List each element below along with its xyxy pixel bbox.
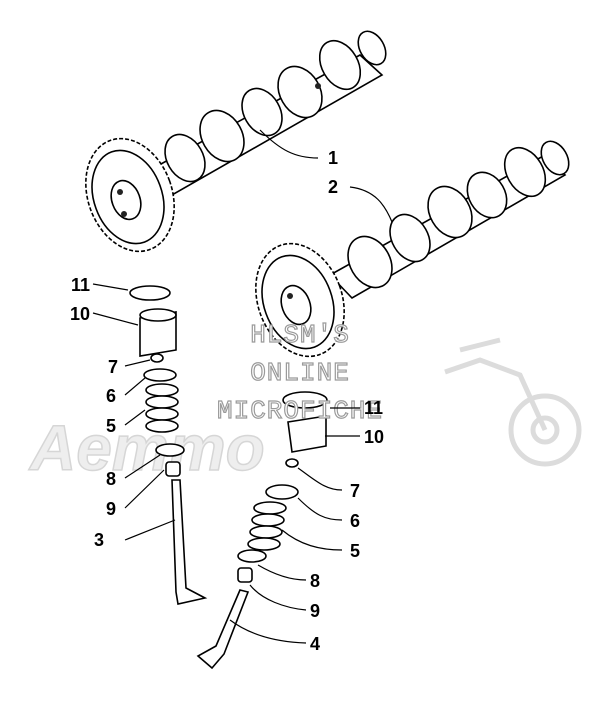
callout-left-5: 5: [106, 416, 116, 436]
spring-retainer-left: [143, 368, 177, 382]
callout-right-6: 6: [350, 511, 360, 531]
callout-left-11: 11: [71, 275, 90, 295]
callout-labels: 1 2 3 4 11 10 7 6 5 8 9 11 10 7 6 5 8 9: [70, 148, 384, 654]
spring-retainer-right: [265, 484, 299, 500]
collet-left: [150, 353, 164, 363]
valve-seal-left: [165, 461, 181, 477]
valve-spring-left: [145, 383, 179, 433]
callout-left-7: 7: [108, 357, 118, 377]
callout-right-8: 8: [310, 571, 320, 591]
callout-1: 1: [328, 148, 338, 168]
shim-left: [129, 285, 171, 301]
shim-right: [282, 391, 328, 409]
valve-assembly-left: [129, 285, 208, 605]
callout-2: 2: [328, 177, 338, 197]
valve-seal-right: [237, 567, 253, 583]
camshaft-lower: [255, 140, 570, 358]
callout-left-9: 9: [106, 499, 116, 519]
collet-right: [285, 458, 299, 468]
watermark-line-3: MICROFICHE: [217, 396, 383, 426]
valve-right: [196, 589, 250, 670]
callout-left-6: 6: [106, 386, 116, 406]
callout-left-8: 8: [106, 469, 116, 489]
callout-right-5: 5: [350, 541, 360, 561]
callout-4: 4: [310, 634, 320, 654]
callout-left-10: 10: [70, 304, 90, 324]
valve-assembly-right: [196, 391, 328, 670]
motorcycle-watermark-icon: [444, 337, 582, 467]
watermark-line-2: ONLINE: [250, 358, 350, 388]
callout-3: 3: [94, 530, 104, 550]
callout-right-9: 9: [310, 601, 320, 621]
valve-left: [171, 479, 208, 605]
callout-right-7: 7: [350, 481, 360, 501]
leader-lines: [92, 129, 393, 644]
spring-seat-left: [155, 443, 185, 457]
hlsm-watermark: HLSM'S ONLINE MICROFICHE: [216, 319, 383, 426]
bucket-tappet-right: [287, 415, 327, 453]
callout-right-10: 10: [364, 427, 384, 447]
spring-seat-right: [237, 549, 267, 563]
valve-spring-right: [247, 501, 287, 551]
watermark-line-1: HLSM'S: [250, 320, 350, 350]
camshaft-upper: [85, 30, 387, 253]
callout-right-11: 11: [364, 398, 383, 418]
